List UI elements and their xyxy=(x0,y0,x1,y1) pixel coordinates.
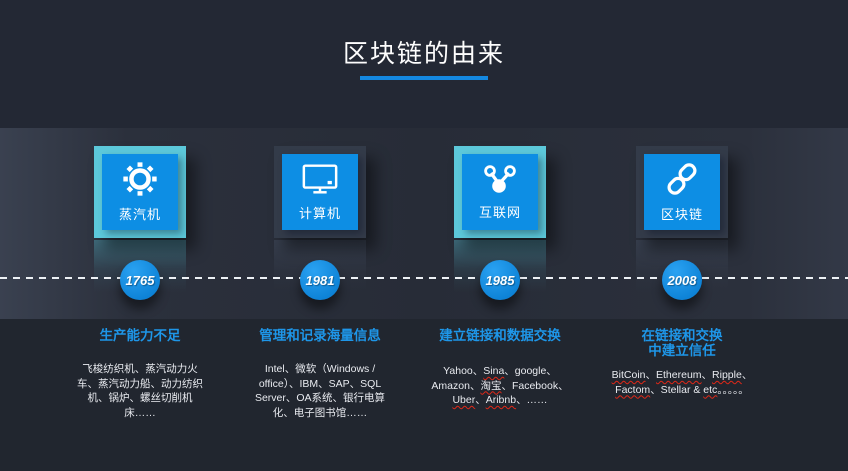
title-underline xyxy=(360,76,488,80)
page-title: 区块链的由来 xyxy=(342,40,505,68)
milestone-card-label: 计算机 xyxy=(298,206,341,221)
milestone-card: 互联网 xyxy=(462,154,538,230)
monitor-icon xyxy=(302,164,338,194)
milestone-card: 蒸汽机 xyxy=(102,154,178,230)
milestone-frame: 蒸汽机 xyxy=(94,146,186,238)
year-badge: 1981 xyxy=(300,260,340,300)
milestone-card: 区块链 xyxy=(644,154,720,230)
gear-icon xyxy=(123,162,157,196)
timeline-dashed-line xyxy=(0,277,848,279)
details-band xyxy=(0,319,848,471)
detail-heading: 管理和记录海量信息 xyxy=(259,328,381,343)
milestone-card-label: 互联网 xyxy=(478,205,521,220)
year-badge: 1765 xyxy=(120,260,160,300)
milestone-card-label: 区块链 xyxy=(660,207,703,222)
year-badge: 2008 xyxy=(662,260,702,300)
chain-link-icon xyxy=(667,163,697,195)
detail-body: 飞梭纺织机、蒸汽动力火车、蒸汽动力船、动力纺织机、锅炉、螺丝切削机床…… xyxy=(77,363,203,419)
milestone-column-computer: 计算机 1981 管理和记录海量信息 Intel、微软（Windows / of… xyxy=(214,0,426,471)
detail-body: Yahoo、Sina、google、Amazon、淘宝、Facebook、Ube… xyxy=(431,365,569,406)
detail-heading: 生产能力不足 xyxy=(99,328,181,343)
year-label: 1985 xyxy=(485,272,515,288)
detail-body: BitCoin、Ethereum、Ripple、Factom、Stellar &… xyxy=(611,369,753,396)
detail-heading: 在链接和交换 中建立信任 xyxy=(641,328,723,358)
milestone-card-label: 蒸汽机 xyxy=(118,207,161,222)
milestone-column-blockchain: 区块链 2008 在链接和交换 中建立信任 BitCoin、Ethereum、R… xyxy=(576,0,788,471)
header-band xyxy=(0,0,848,128)
milestone-frame: 计算机 xyxy=(274,146,366,238)
milestone-frame: 区块链 xyxy=(636,146,728,238)
year-label: 1981 xyxy=(305,272,335,288)
detail-body: Intel、微软（Windows / office）、IBM、SAP、SQL S… xyxy=(254,363,386,419)
year-badge: 1985 xyxy=(480,260,520,300)
year-label: 1765 xyxy=(125,272,155,288)
milestone-column-steam-engine: 蒸汽机 1765 生产能力不足 飞梭纺织机、蒸汽动力火车、蒸汽动力船、动力纺织机… xyxy=(34,0,246,471)
network-icon xyxy=(484,165,516,193)
year-label: 2008 xyxy=(667,272,697,288)
milestone-frame: 互联网 xyxy=(454,146,546,238)
detail-heading: 建立链接和数据交换 xyxy=(439,328,561,343)
milestone-card: 计算机 xyxy=(282,154,358,230)
milestone-column-internet: 互联网 1985 建立链接和数据交换 Yahoo、Sina、google、Ama… xyxy=(394,0,606,471)
